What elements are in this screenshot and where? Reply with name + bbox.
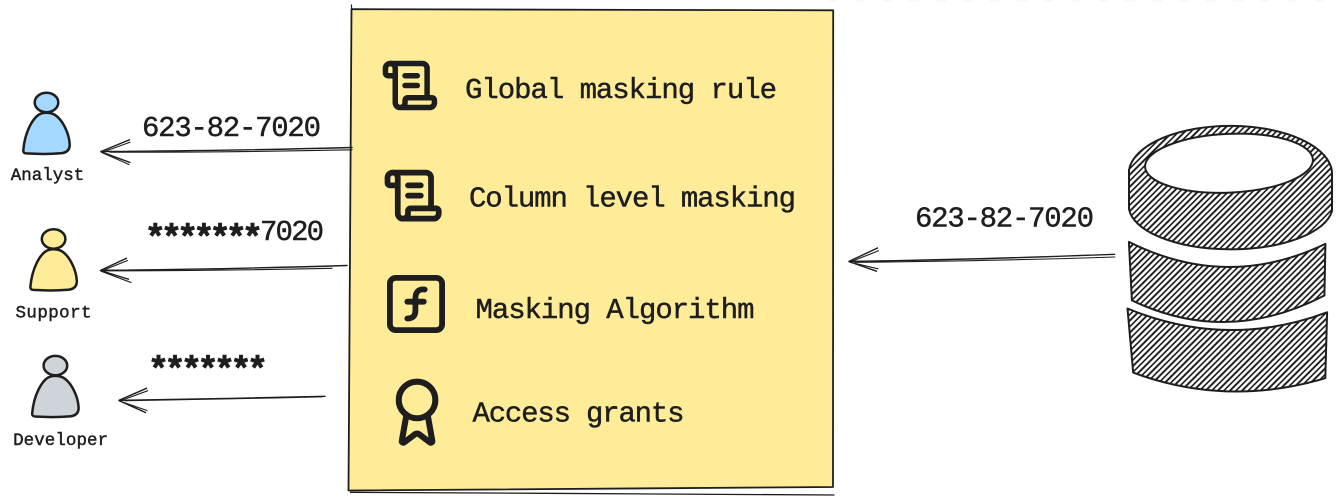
- svg-text:Developer: Developer: [13, 431, 108, 451]
- svg-text:623-82-7020: 623-82-7020: [142, 112, 321, 145]
- svg-text:Access grants: Access grants: [473, 398, 685, 431]
- svg-text:Global masking rule: Global masking rule: [465, 74, 777, 107]
- svg-text:623-82-7020: 623-82-7020: [915, 203, 1094, 236]
- svg-text:Analyst: Analyst: [11, 166, 85, 186]
- svg-text:Masking Algorithm: Masking Algorithm: [476, 294, 755, 327]
- svg-text:Support: Support: [16, 304, 92, 324]
- svg-text:Column level masking: Column level masking: [469, 183, 796, 216]
- svg-text:7020: 7020: [260, 216, 324, 249]
